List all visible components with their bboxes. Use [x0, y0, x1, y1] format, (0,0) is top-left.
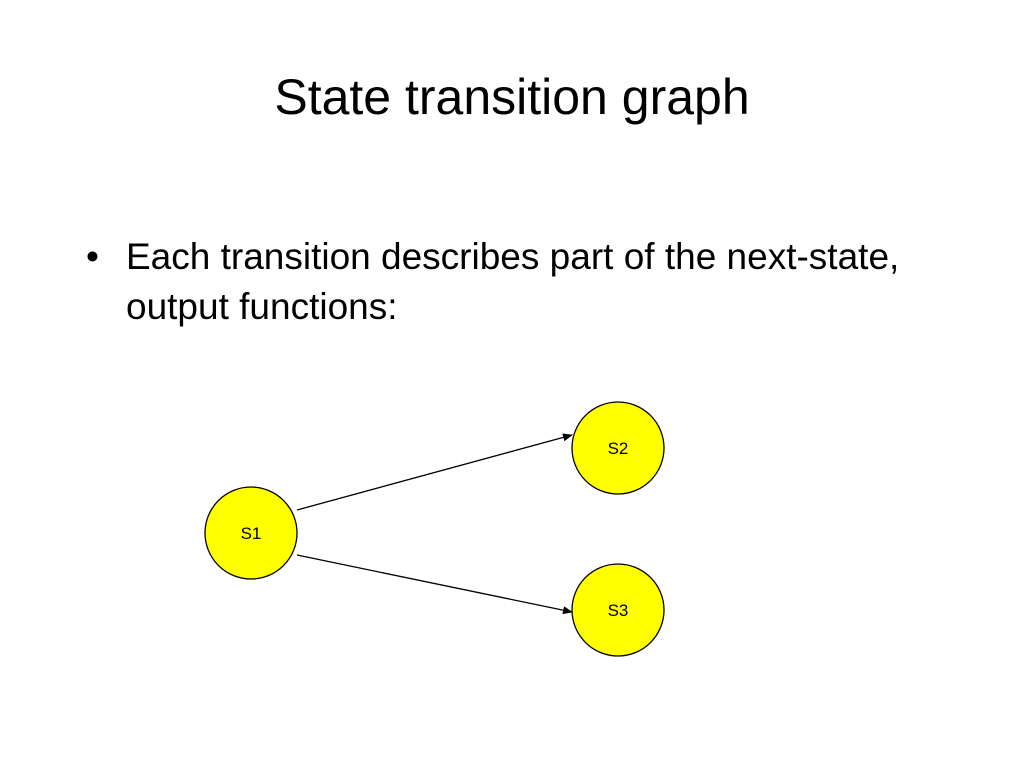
bullet-list: • Each transition describes part of the … [86, 232, 946, 332]
state-label: S1 [241, 524, 262, 543]
state-label: S2 [608, 439, 629, 458]
state-circle [204, 486, 298, 580]
state-circle [571, 563, 665, 657]
bullet-text: Each transition describes part of the ne… [126, 236, 900, 327]
state-circle [571, 401, 665, 495]
bullet-dot-icon: • [86, 236, 99, 277]
state-node-s3: S3 [571, 563, 665, 657]
state-label: S3 [608, 601, 629, 620]
state-node-s1: S1 [204, 486, 298, 580]
edge-s1-s2 [296, 433, 573, 511]
state-node-s2: S2 [571, 401, 665, 495]
edge-s1-s3 [296, 554, 573, 615]
slide-title: State transition graph [274, 69, 750, 125]
bullet-item: • Each transition describes part of the … [86, 232, 946, 332]
